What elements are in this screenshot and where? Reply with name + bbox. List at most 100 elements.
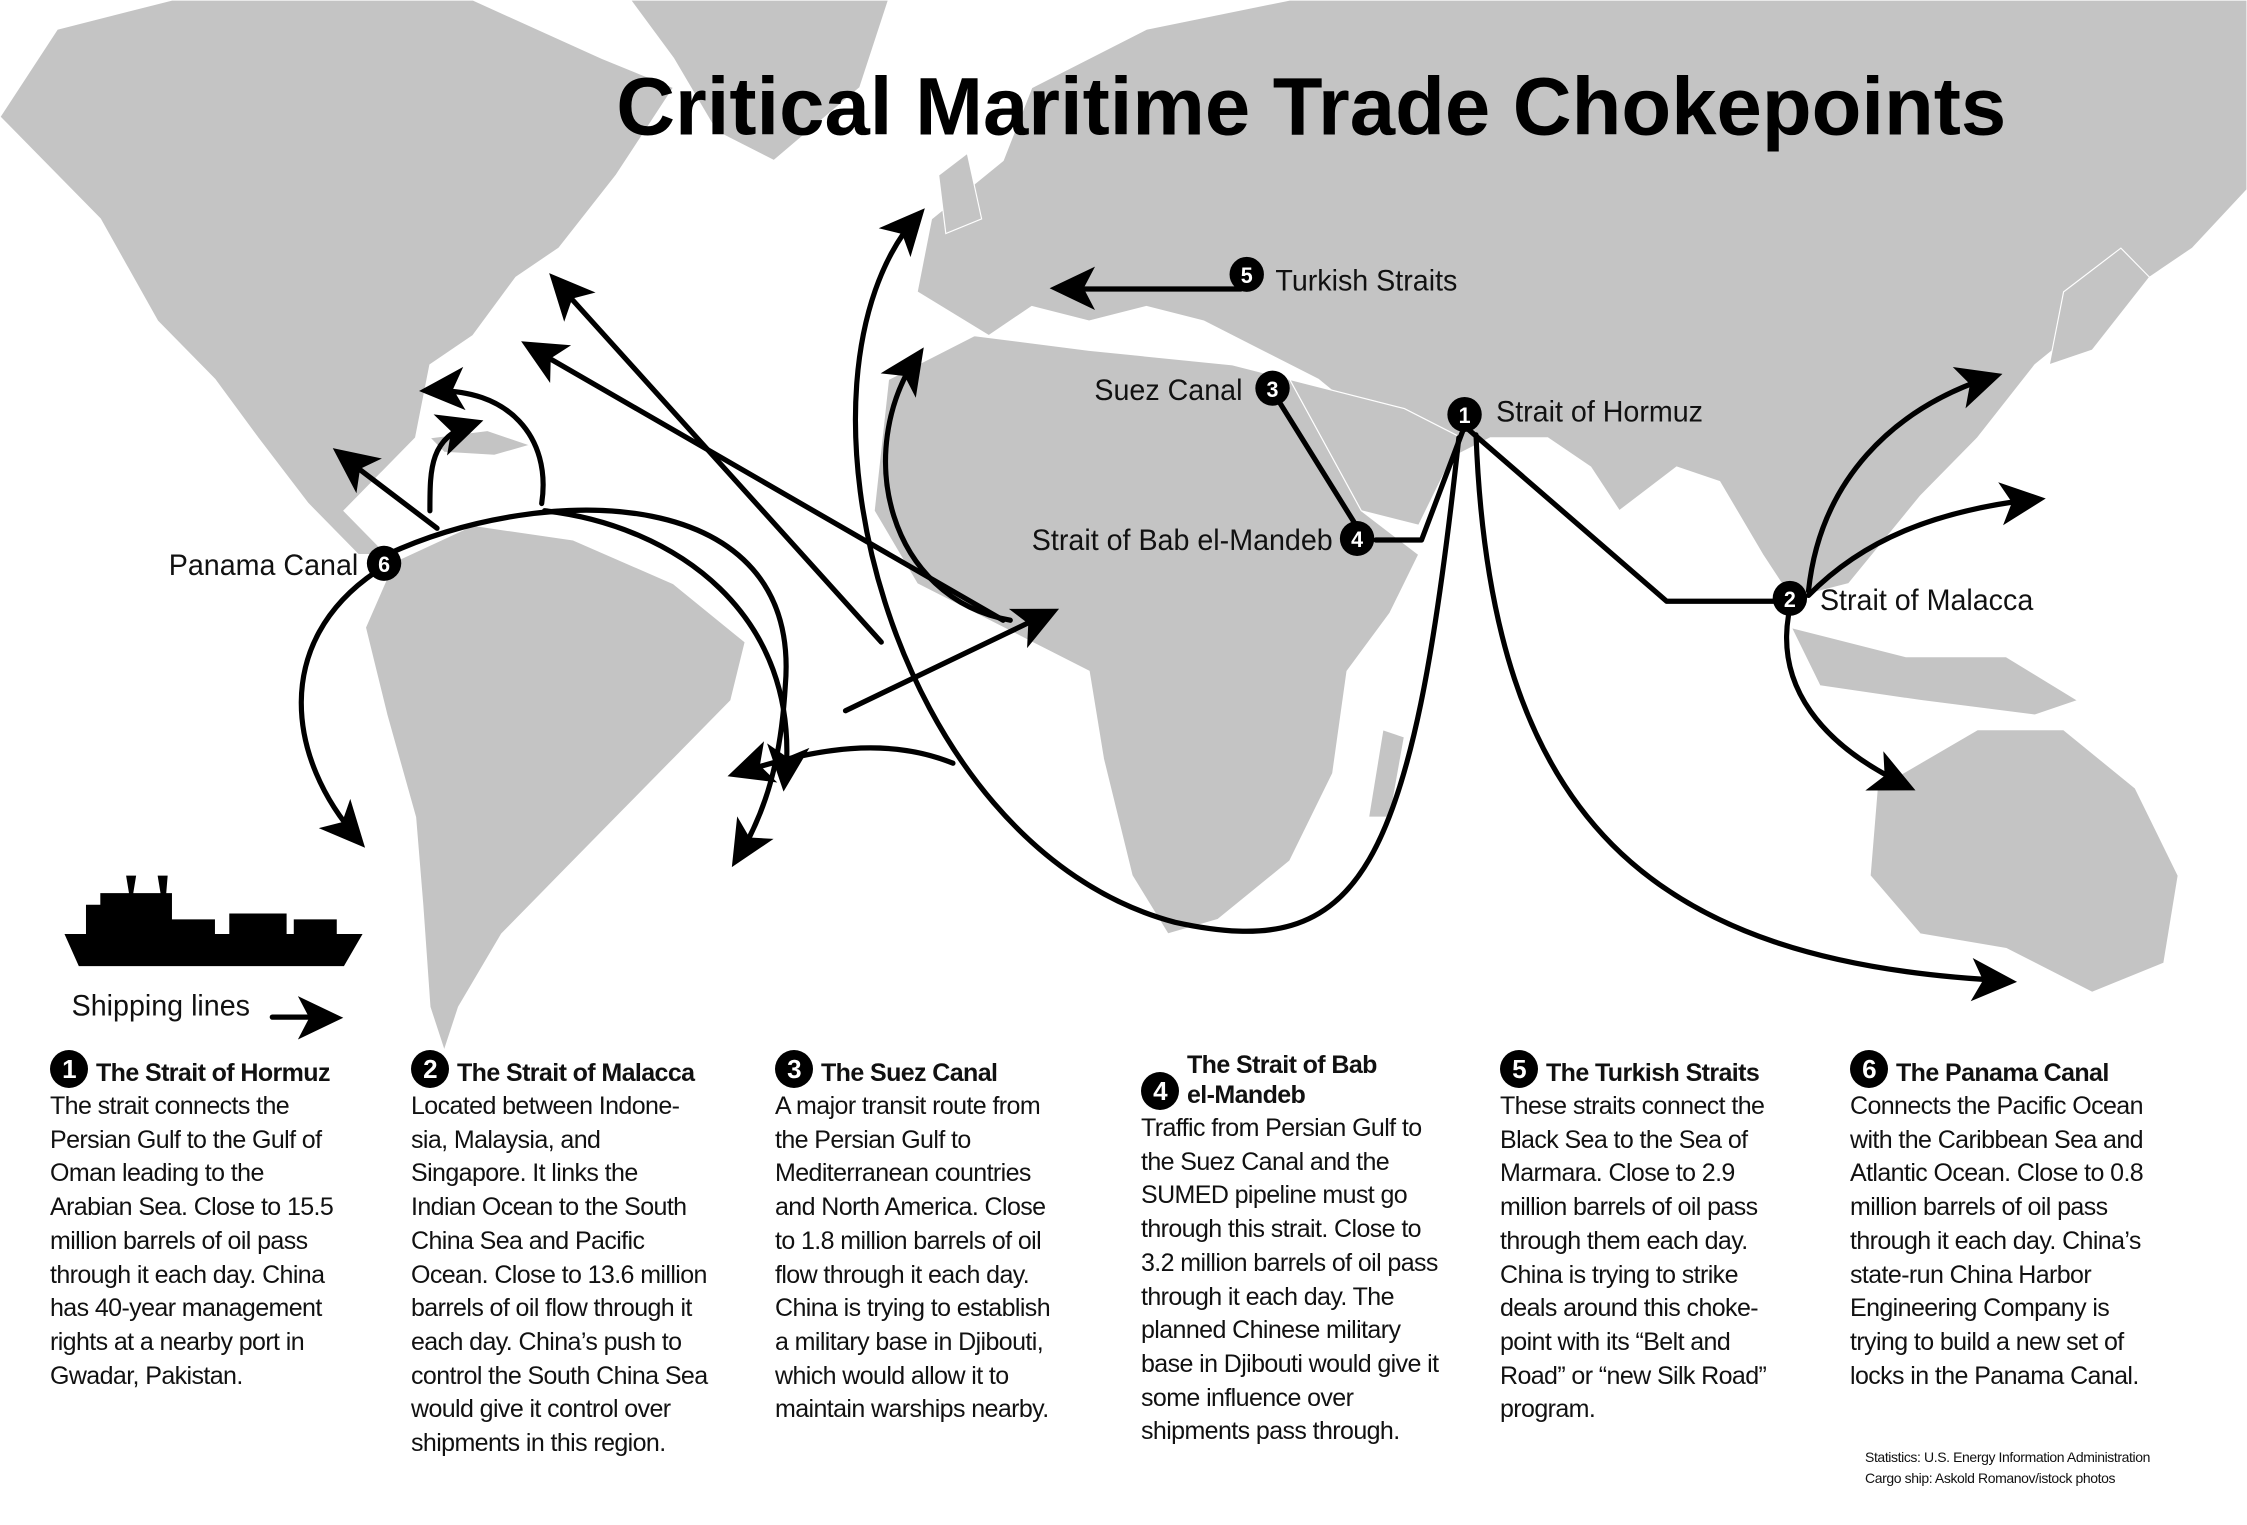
description-line: SUMED pipeline must go xyxy=(1141,1181,1408,1210)
description-line: Persian Gulf to the Gulf of xyxy=(50,1125,322,1154)
credits: Statistics: U.S. Energy Information Admi… xyxy=(1865,1447,2150,1489)
south-america xyxy=(364,524,746,1053)
svg-text:3: 3 xyxy=(1267,377,1279,402)
description-line: Traffic from Persian Gulf to xyxy=(1141,1114,1422,1142)
description-line: Singapore. It links the xyxy=(411,1159,638,1188)
description-line: Engineering Company is xyxy=(1850,1294,2110,1323)
description-line: some influence over xyxy=(1141,1383,1354,1412)
page-title: Critical Maritime Trade Chokepoints xyxy=(616,62,2006,153)
description-line: planned Chinese military xyxy=(1141,1316,1401,1345)
uk xyxy=(938,152,983,235)
description-line: million barrels of oil pass xyxy=(1500,1193,1758,1222)
north-america xyxy=(0,0,675,556)
svg-text:4: 4 xyxy=(1351,527,1363,552)
australia xyxy=(1869,729,2179,993)
description-line: a military base in Djibouti, xyxy=(775,1327,1044,1356)
description-line: deals around this choke- xyxy=(1500,1294,1759,1323)
route-africa-usa-2 xyxy=(521,341,1006,623)
svg-text:1: 1 xyxy=(1459,403,1471,428)
description-line: through it each day. The xyxy=(1141,1282,1395,1311)
svg-text:6: 6 xyxy=(378,552,390,577)
route-hormuz-malacca xyxy=(1461,423,1780,604)
description-line: China Sea and Pacific xyxy=(411,1226,645,1255)
marker-malacca[interactable]: 2 Strait of Malacca xyxy=(1772,580,2035,617)
description-line: A major transit route from xyxy=(775,1092,1041,1120)
description-line: point with its “Belt and xyxy=(1500,1327,1731,1356)
cargo-ship-icon xyxy=(64,875,363,967)
description-line: through them each day. xyxy=(1500,1226,1748,1255)
description-line: to 1.8 million barrels of oil xyxy=(775,1226,1042,1255)
label-hormuz: Strait of Hormuz xyxy=(1496,397,1703,429)
description-line: locks in the Panama Canal. xyxy=(1850,1361,2139,1390)
madagascar xyxy=(1367,728,1406,818)
description-line: and North America. Close xyxy=(775,1193,1046,1222)
marker-turkish[interactable]: 5 Turkish Straits xyxy=(1229,256,1458,298)
indonesia xyxy=(1790,626,2080,716)
label-panama: Panama Canal xyxy=(169,550,358,582)
marker-suez[interactable]: 3 Suez Canal xyxy=(1094,370,1290,407)
description-line: through this strait. Close to xyxy=(1141,1215,1422,1244)
description-line: with the Caribbean Sea and xyxy=(1850,1125,2144,1154)
description-line: program. xyxy=(1500,1395,1596,1424)
label-malacca: Strait of Malacca xyxy=(1820,585,2034,617)
route-panama-gulf xyxy=(332,448,440,531)
route-panama-caribbean xyxy=(427,414,484,514)
description-line: China is trying to establish xyxy=(775,1294,1051,1323)
number-badge: 6 xyxy=(1850,1050,1888,1088)
description-line: trying to build a new set of xyxy=(1850,1327,2124,1356)
description-line: would give it control over xyxy=(411,1395,671,1424)
description-line: the Persian Gulf to xyxy=(775,1125,971,1154)
number-badge: 2 xyxy=(411,1050,449,1088)
route-atlantic-westafrica xyxy=(842,608,1060,714)
route-malacca-australia xyxy=(1784,613,1916,791)
description-line: Road” or “new Silk Road” xyxy=(1500,1361,1767,1390)
description-line: sia, Malaysia, and xyxy=(411,1125,601,1154)
marker-bab[interactable]: 4 Strait of Bab el-Mandeb xyxy=(1032,520,1375,557)
label-bab: Strait of Bab el-Mandeb xyxy=(1032,525,1333,557)
description-line: base in Djibouti would give it xyxy=(1141,1349,1439,1378)
description-line: barrels of oil flow through it xyxy=(411,1294,692,1323)
number-badge: 1 xyxy=(50,1050,88,1088)
route-malacca-pacific xyxy=(1805,482,2046,599)
description-line: These straits connect the xyxy=(1500,1092,1765,1120)
greenland xyxy=(629,0,890,162)
description-line: shipments pass through. xyxy=(1141,1417,1400,1446)
arabia xyxy=(1288,378,1463,527)
shipping-routes xyxy=(298,208,2046,1002)
description-line: Gwadar, Pakistan. xyxy=(50,1361,243,1390)
number-badge: 4 xyxy=(1141,1072,1179,1110)
description-title-line: The Strait of Bab xyxy=(1187,1051,1377,1079)
description-title: The Panama Canal xyxy=(1896,1059,2109,1087)
marker-panama[interactable]: 6 Panama Canal xyxy=(169,545,402,582)
description-line: rights at a nearby port in xyxy=(50,1327,305,1356)
label-suez: Suez Canal xyxy=(1094,375,1242,407)
description-line: Located between Indone- xyxy=(411,1092,680,1120)
description-line: which would allow it to xyxy=(775,1361,1009,1390)
credit-statistics: Statistics: U.S. Energy Information Admi… xyxy=(1865,1449,2151,1465)
description-heading: 6 The Panama Canal xyxy=(1850,1050,2190,1088)
description-line: Mediterranean countries xyxy=(775,1159,1031,1188)
marker-hormuz[interactable]: 1 Strait of Hormuz xyxy=(1447,397,1703,432)
description-line: has 40-year management xyxy=(50,1294,322,1323)
description-line: control the South China Sea xyxy=(411,1361,708,1390)
description-line: The strait connects the xyxy=(50,1092,290,1120)
africa xyxy=(873,335,1420,935)
legend: Shipping lines xyxy=(64,875,363,1040)
route-hormuz-australia xyxy=(1473,432,2018,1002)
route-suez-bab xyxy=(1269,388,1357,526)
description-line: maintain warships nearby. xyxy=(775,1395,1049,1424)
number-badge: 5 xyxy=(1500,1050,1538,1088)
description-line: Atlantic Ocean. Close to 0.8 xyxy=(1850,1159,2144,1188)
